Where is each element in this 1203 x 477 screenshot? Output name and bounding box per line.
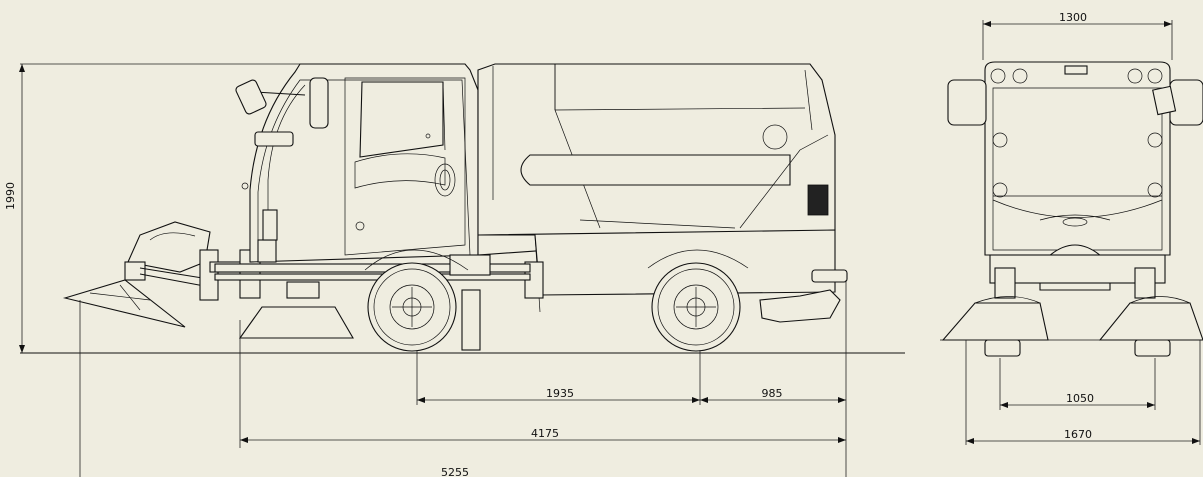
dimension-body-length: 4175 xyxy=(240,427,846,443)
ground-lines xyxy=(20,339,1203,354)
dimension-track: 1050 xyxy=(1000,392,1155,408)
dim-body-length-label: 4175 xyxy=(531,427,559,440)
dimension-brush-width: 1670 xyxy=(966,428,1200,444)
dim-rear-overhang-label: 985 xyxy=(762,387,783,400)
cab xyxy=(249,63,479,263)
rear-wheel xyxy=(651,262,741,352)
brush-arm xyxy=(124,182,261,301)
side-view-sweeper xyxy=(62,63,848,352)
dim-total-length-label: 5255 xyxy=(441,466,469,477)
dim-track-label: 1050 xyxy=(1066,392,1094,405)
dimension-wheelbase: 1935 xyxy=(417,387,700,403)
dim-brush-width-label: 1670 xyxy=(1064,428,1092,441)
front-view-sweeper xyxy=(941,61,1203,357)
dimension-cab-width: 1300 xyxy=(982,11,1173,60)
extension-lines xyxy=(79,280,1201,477)
dimension-total-length: 5255 xyxy=(441,466,469,477)
front-wheel xyxy=(367,262,457,352)
dimension-rear-overhang: 985 xyxy=(700,387,846,403)
dim-height-label: 1990 xyxy=(4,182,17,210)
dim-wheelbase-label: 1935 xyxy=(546,387,574,400)
side-mirror xyxy=(235,77,329,129)
front-brush-mid xyxy=(238,281,354,339)
dimension-height: 1990 xyxy=(4,63,300,353)
dim-cab-width-label: 1300 xyxy=(1059,11,1087,24)
front-brush-left xyxy=(62,279,186,328)
